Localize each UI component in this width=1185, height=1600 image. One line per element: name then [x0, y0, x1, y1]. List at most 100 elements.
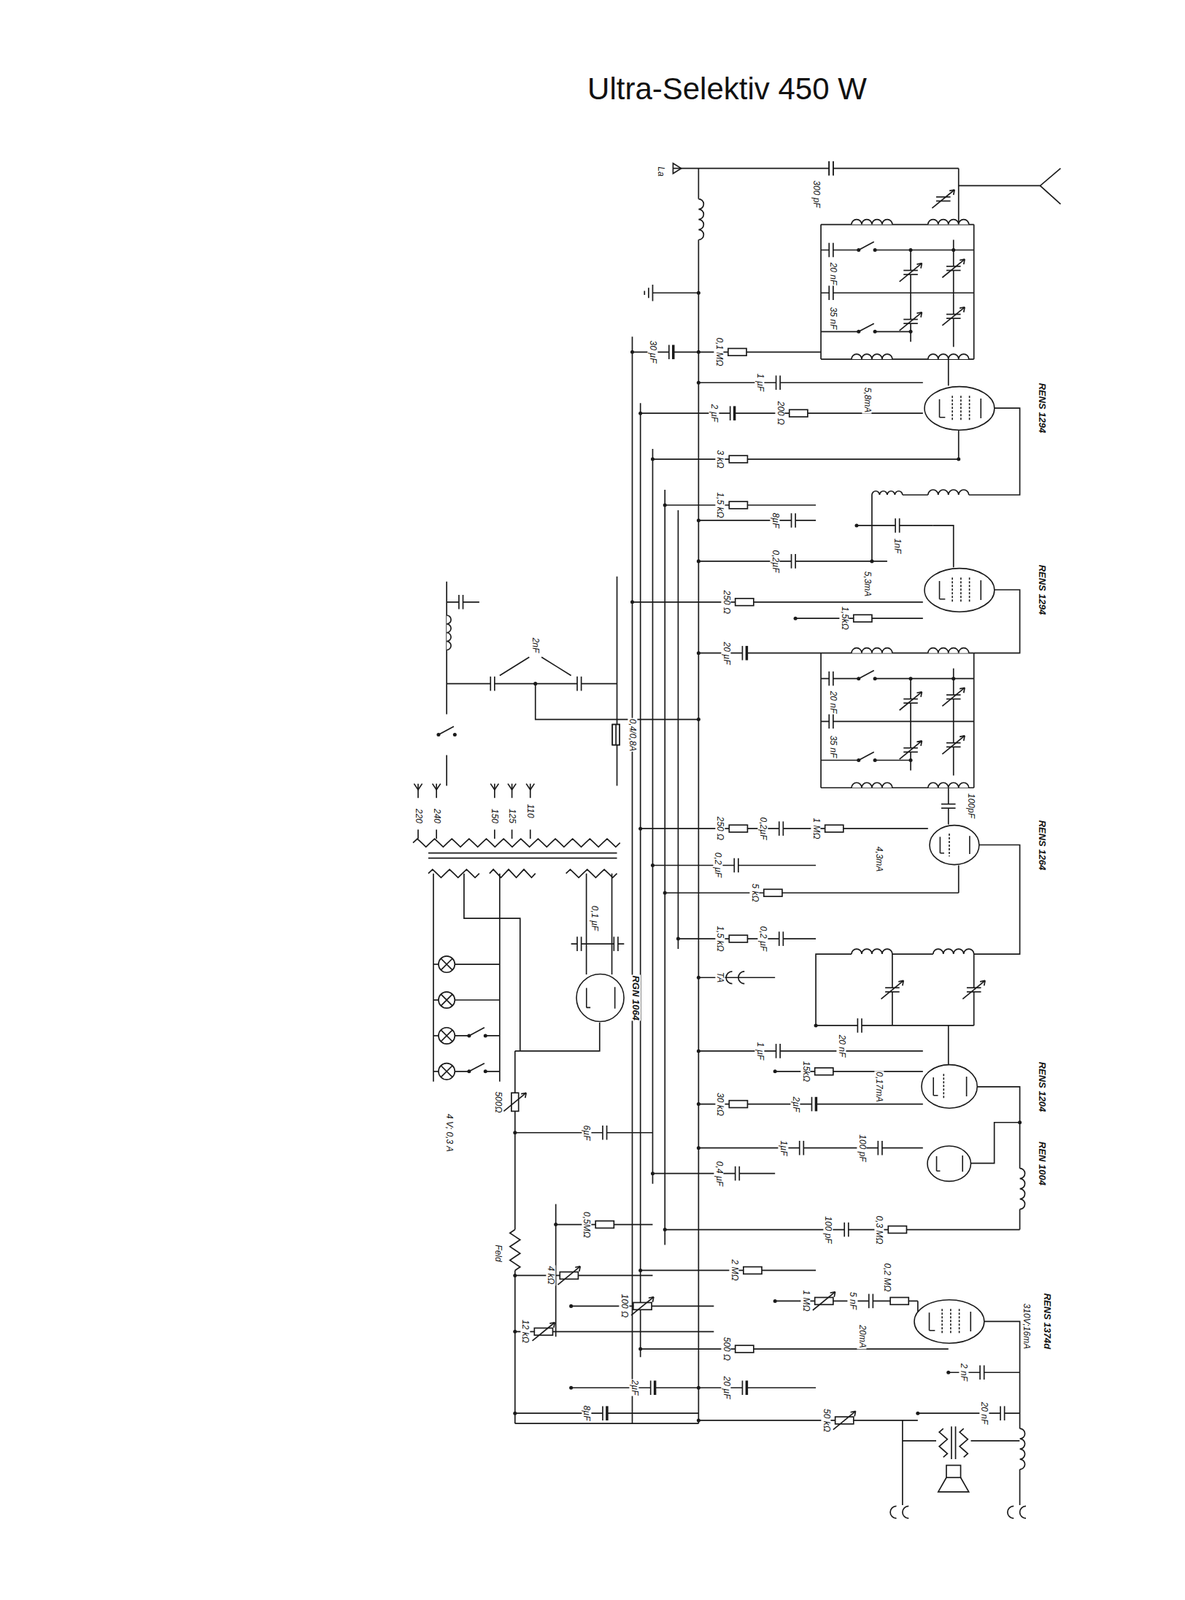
component-value: 2µF	[629, 1379, 640, 1396]
component-value: 150	[489, 807, 500, 824]
wire	[652, 448, 654, 1184]
label-holder: 100 pF	[823, 1214, 833, 1244]
label-holder: 240	[431, 807, 442, 824]
component-value: 30 kΩ	[715, 1091, 725, 1117]
capacitor-gap	[828, 159, 834, 176]
capacitor-plate	[946, 265, 961, 268]
capacitor-plate	[742, 645, 744, 661]
capacitor-plate	[885, 986, 900, 988]
valve-cathode	[928, 1311, 935, 1331]
label-holder: 0,2µF	[770, 548, 781, 573]
label-holder: 4 V; 0,3 A	[443, 1112, 454, 1153]
coil-symbol	[933, 948, 975, 954]
label-holder: 30 kΩ	[715, 1091, 725, 1117]
capacitor-plate	[832, 161, 835, 176]
capacitor-plate	[779, 1043, 781, 1059]
junction-dot	[630, 350, 635, 354]
capacitor-plate	[946, 698, 961, 700]
component-value: 1,5 kΩ	[715, 491, 725, 519]
adjust-arrow	[899, 312, 923, 331]
component-value: 12 kΩ	[520, 1318, 530, 1344]
adjust-arrow	[574, 1265, 581, 1272]
adjust-arrow	[916, 312, 922, 318]
capacitor-gap	[1000, 1404, 1005, 1421]
junction-dot	[869, 558, 874, 563]
junction-dot	[956, 457, 961, 462]
component-value: 1 MΩ	[810, 817, 821, 840]
capacitor-plate	[1004, 1405, 1006, 1420]
valve-type: RENS 1294	[1036, 564, 1047, 616]
resistor-symbol	[815, 1067, 834, 1075]
junction-dot	[696, 717, 701, 721]
capacitor-plate	[489, 676, 492, 692]
valve-type: RGN 1064	[630, 974, 641, 1021]
adjust-arrow	[942, 307, 965, 326]
tap-fork	[432, 783, 441, 790]
adjust-arrow	[899, 263, 923, 282]
resistor-symbol	[763, 888, 783, 897]
junction-dot	[696, 558, 701, 563]
capacitor-plate	[794, 512, 797, 528]
capacitor-plate	[903, 273, 918, 276]
junction-dot	[909, 248, 913, 252]
label-holder: 35 nF	[828, 306, 838, 331]
terminal-symbol	[1020, 1505, 1026, 1518]
capacitor-plate	[868, 1293, 870, 1309]
component-value: 0,1 MΩ	[714, 337, 724, 368]
component-value: 20 µF	[720, 640, 731, 665]
wire	[454, 963, 500, 965]
component-value: 0,2 µF	[758, 925, 768, 952]
junction-dot	[856, 329, 861, 334]
capacitor-plate	[946, 742, 961, 744]
resistor-symbol	[728, 455, 748, 463]
valve-anode	[965, 1076, 967, 1096]
capacitor-plate	[966, 990, 982, 993]
label-holder: 500Ω	[492, 1090, 503, 1113]
component-value: 1,5 kΩ	[715, 925, 725, 953]
wire	[445, 754, 448, 786]
junction-dot	[696, 1145, 701, 1150]
junction-dot	[696, 350, 701, 354]
valve-symbol	[925, 1144, 972, 1183]
valve-symbol	[928, 823, 981, 867]
junction-dot	[854, 523, 859, 527]
coil-symbol	[851, 782, 893, 788]
component-value: 100pF	[966, 792, 976, 819]
junction-dot	[533, 681, 538, 686]
capacitor-plate	[894, 518, 897, 533]
junction-dot	[696, 1101, 701, 1106]
capacitor-plate	[885, 990, 900, 993]
capacitor-gap	[776, 374, 781, 391]
capacitor-plate	[737, 858, 740, 873]
label-holder: 5,8mA	[861, 386, 872, 414]
component-value: 0,3 MΩ	[874, 1214, 884, 1245]
wire	[698, 1147, 923, 1149]
wire	[820, 291, 975, 294]
wire	[454, 998, 500, 1001]
winding-symbol	[428, 869, 480, 878]
junction-dot	[814, 1023, 818, 1027]
junction-dot	[856, 758, 861, 762]
valve-envelope	[924, 567, 995, 612]
valve-type: RENS 1204	[1036, 1060, 1047, 1113]
label-holder: 0,1 MΩ	[714, 337, 724, 368]
label-holder: 1µF	[778, 1139, 789, 1156]
capacitor-gap	[979, 1363, 985, 1380]
capacitor-plate	[782, 931, 785, 946]
label-holder: 30 µF	[647, 340, 658, 365]
capacitor-plate	[745, 645, 748, 661]
lamp-symbol	[440, 1065, 453, 1078]
wire	[514, 1269, 516, 1423]
label-holder: 15kΩ	[801, 1060, 811, 1083]
adjust-arrow	[648, 1296, 654, 1302]
junction-dot	[909, 329, 913, 334]
capacitor-gap	[779, 820, 784, 837]
capacitor-plate	[742, 1379, 744, 1395]
capacitor-plate	[576, 676, 578, 692]
capacitor-gap	[828, 159, 834, 176]
capacitor-plate	[653, 1379, 656, 1395]
capacitor-plate	[790, 512, 793, 528]
wire	[640, 1269, 816, 1272]
terminal-symbol	[726, 971, 732, 984]
component-value: 1µF	[778, 1139, 789, 1156]
